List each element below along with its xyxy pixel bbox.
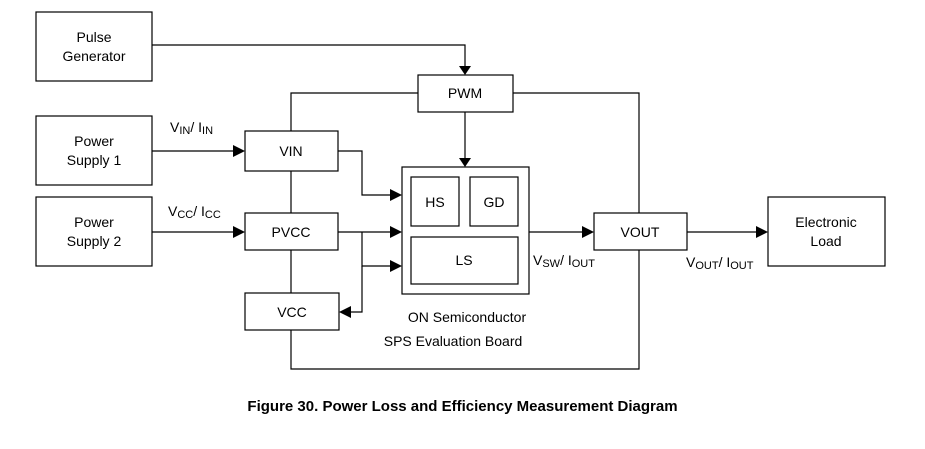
wires — [152, 44, 756, 370]
arrow-into-pwm — [459, 66, 471, 75]
signal-vcc-icc: VCC/ ICC — [168, 203, 221, 221]
wire-vin-to-chip — [338, 150, 390, 196]
arrow-into-chip-ls — [390, 260, 402, 272]
figure-caption: Figure 30. Power Loss and Efficiency Mea… — [247, 398, 678, 415]
arrow-into-load — [756, 226, 768, 238]
pwm-label: PWM — [448, 85, 482, 101]
gd-block — [469, 176, 519, 227]
pwm-block: PWM — [417, 74, 514, 113]
pulse-generator-block: Pulse Generator — [35, 11, 153, 82]
vout-label: VOUT — [621, 224, 660, 240]
arrow-into-chip-mid — [390, 226, 402, 238]
vin-block: VIN — [244, 130, 339, 172]
arrow-into-vout — [582, 226, 594, 238]
wire-pvcc-to-ls — [361, 232, 390, 267]
arrow-into-pvcc — [233, 226, 245, 238]
electronic-load-line1: Electronic — [795, 214, 856, 230]
signal-vout-iout: VOUT/ IOUT — [686, 254, 754, 272]
pulse-generator-line1: Pulse — [76, 29, 111, 45]
wire-bottom-return — [290, 250, 640, 370]
power-supply-2-block: Power Supply 2 — [35, 196, 153, 267]
wire-pwm-to-vout — [513, 92, 640, 213]
hs-block — [410, 176, 460, 227]
pvcc-label: PVCC — [272, 224, 311, 240]
vcc-block: VCC — [244, 292, 340, 331]
electronic-load-block: Electronic Load — [767, 196, 886, 267]
wire-pulse-to-pwm — [152, 44, 466, 66]
power-supply-2-line1: Power — [74, 214, 114, 230]
wire-left-bus — [290, 92, 418, 131]
arrow-into-chip-top — [459, 158, 471, 167]
board-label-line1: ON Semiconductor — [408, 309, 527, 325]
arrow-into-vcc — [339, 306, 351, 318]
arrow-into-vin — [233, 145, 245, 157]
vcc-label: VCC — [277, 304, 307, 320]
pulse-generator-line2: Generator — [62, 48, 125, 64]
signal-vsw-iout: VSW/ IOUT — [533, 252, 595, 270]
vout-block: VOUT — [593, 212, 688, 251]
board-label-line2: SPS Evaluation Board — [384, 333, 523, 349]
vin-label: VIN — [279, 143, 302, 159]
wire-pvcc-to-vcc-feed — [351, 266, 363, 313]
signal-vin-iin: VIN/ IIN — [170, 119, 213, 137]
pvcc-block: PVCC — [244, 212, 339, 251]
power-supply-1-line1: Power — [74, 133, 114, 149]
power-stage-chip: HS GD LS — [401, 166, 530, 295]
arrow-into-chip-hs — [390, 189, 402, 201]
ls-label: LS — [455, 252, 472, 268]
power-supply-2-line2: Supply 2 — [67, 233, 122, 249]
power-supply-1-line2: Supply 1 — [67, 152, 122, 168]
ls-block — [410, 236, 519, 285]
power-supply-1-block: Power Supply 1 — [35, 115, 153, 186]
arrows — [233, 66, 768, 318]
hs-label: HS — [425, 194, 444, 210]
gd-label: GD — [484, 194, 505, 210]
electronic-load-line2: Load — [810, 233, 841, 249]
